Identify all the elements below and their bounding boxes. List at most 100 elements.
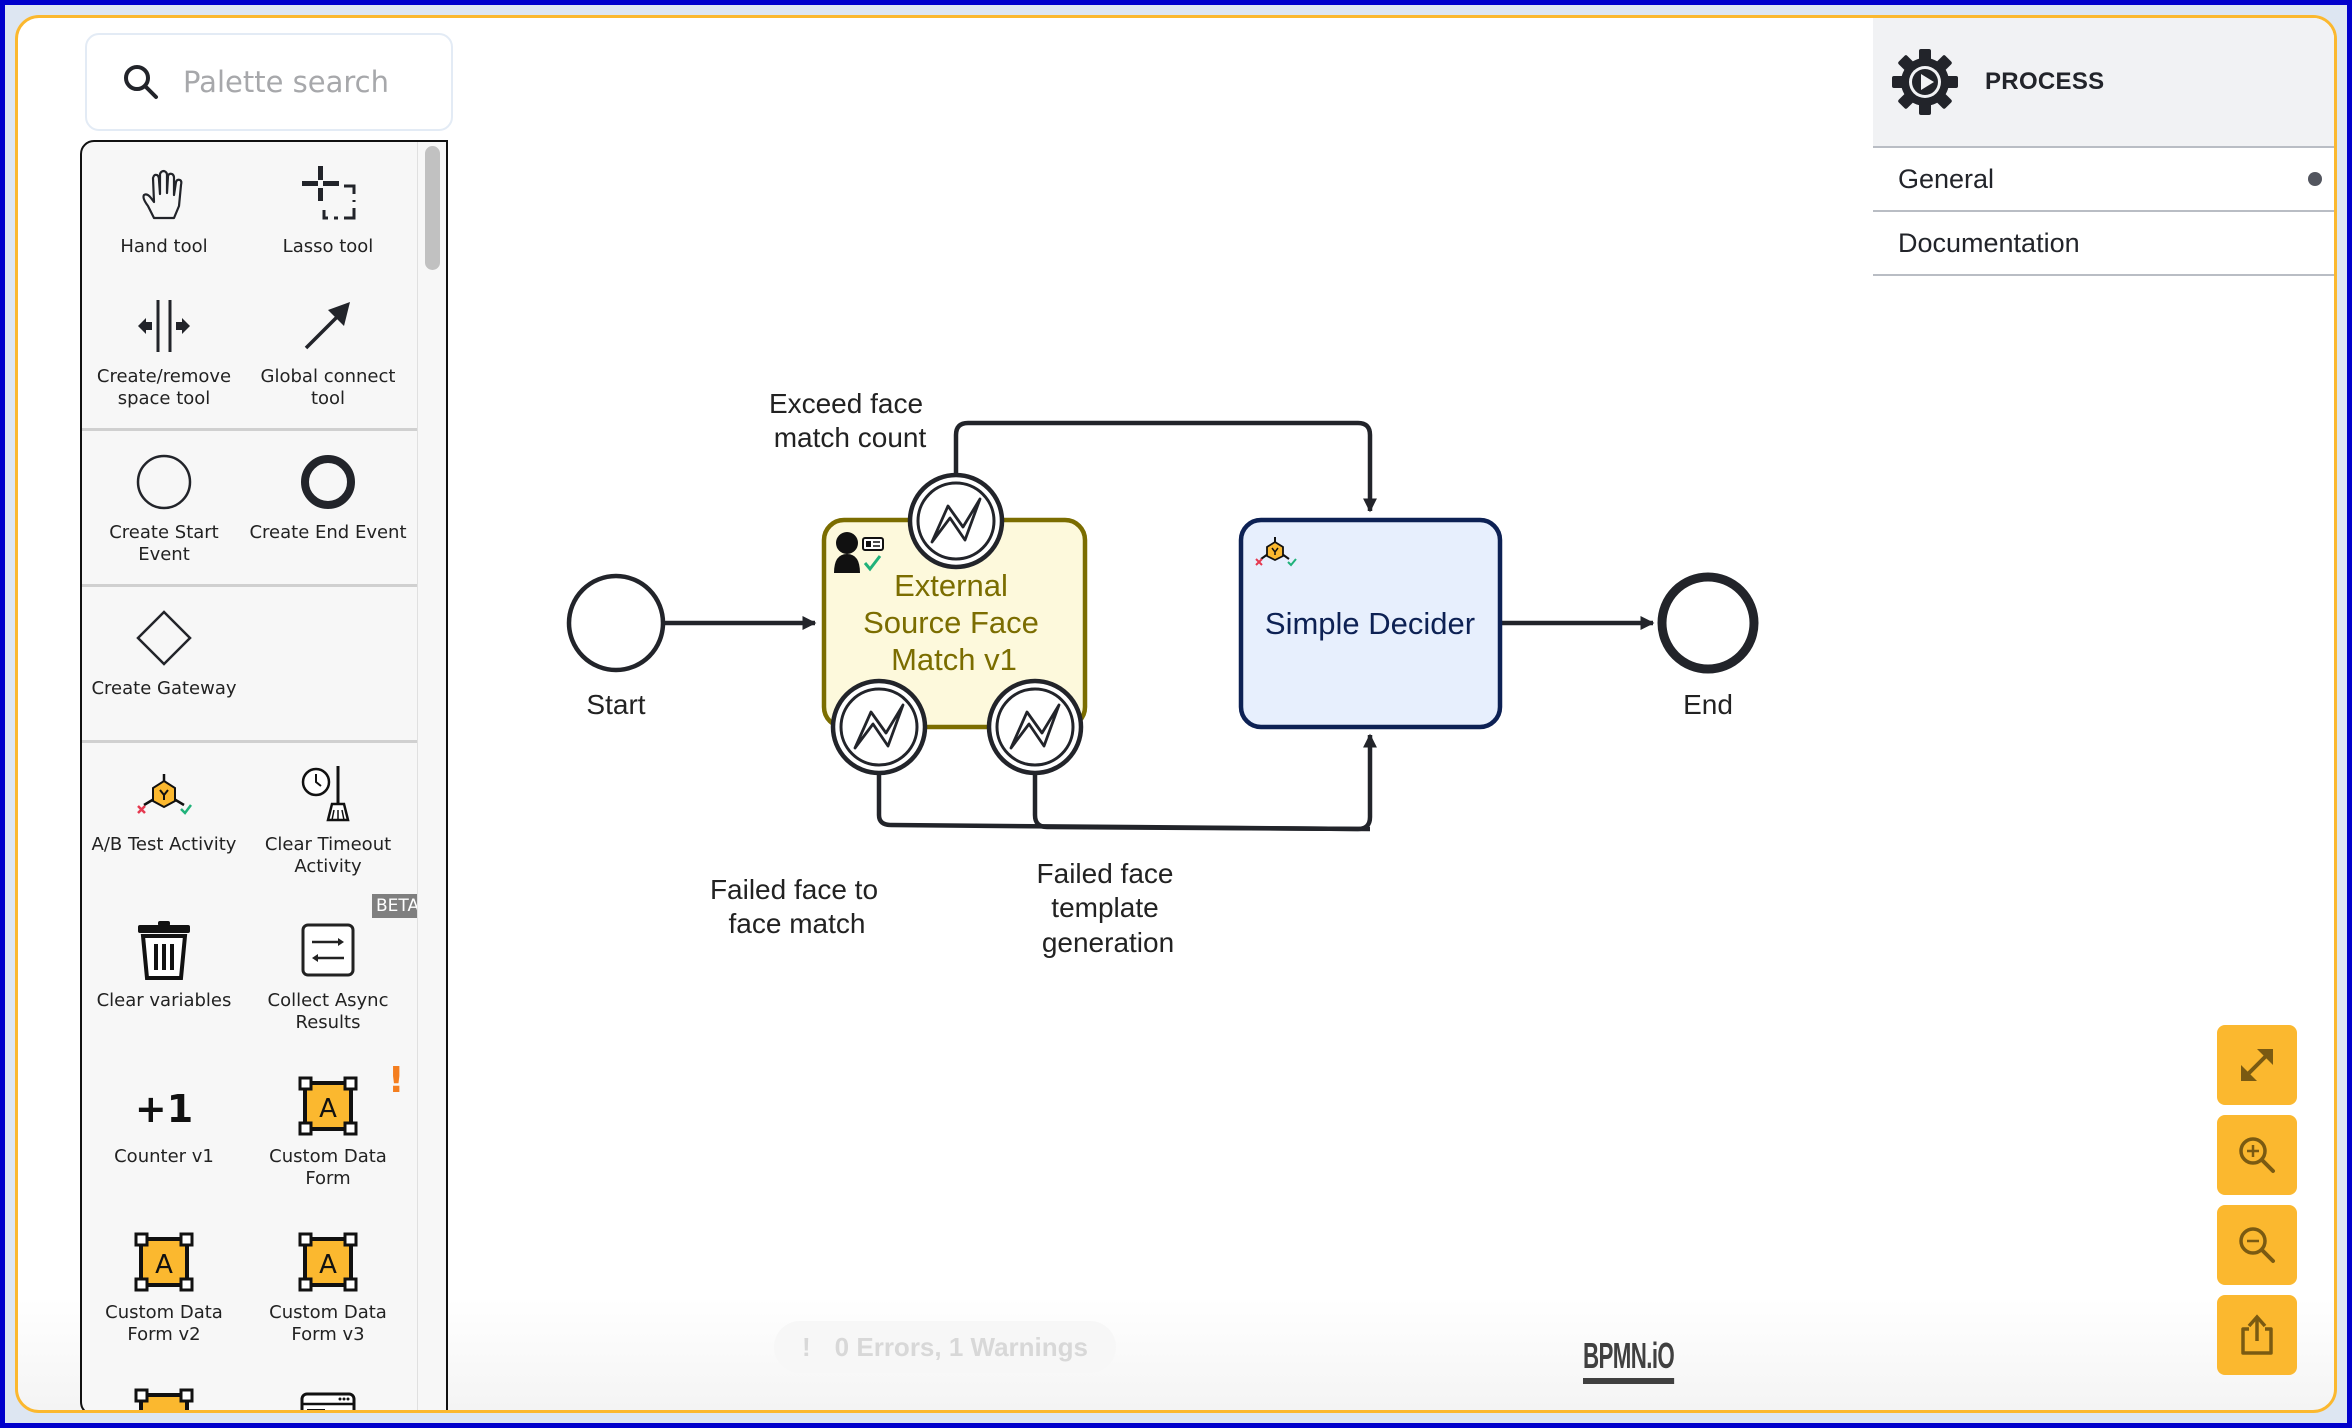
lint-status-button[interactable]: ! 0 Errors, 1 Warnings: [774, 1321, 1116, 1373]
label-failed-template-1: Failed face: [1037, 858, 1174, 889]
palette-search[interactable]: [85, 33, 453, 131]
ab-test-icon: [1255, 537, 1297, 567]
palette-item-label: Clear variables: [96, 990, 232, 1011]
zoom-out-button[interactable]: [2217, 1205, 2297, 1285]
palette-item-label: Counter v1: [114, 1146, 214, 1167]
label-failed-f2f-2: face match: [729, 908, 866, 939]
error-icon: [1009, 703, 1061, 750]
connect-arrow-icon: [304, 302, 350, 350]
browser-window-icon: [300, 1392, 356, 1410]
palette-separator: [82, 740, 418, 743]
palette-item-browser-window-partial[interactable]: [246, 1386, 410, 1410]
label-exceed-1: Exceed face: [769, 388, 923, 419]
task-decider-label: Simple Decider: [1265, 606, 1475, 641]
fit-viewport-button[interactable]: [2217, 1025, 2297, 1105]
label-failed-template-3: generation: [1042, 927, 1174, 958]
svg-text:+1: +1: [135, 1087, 193, 1131]
palette-item-space-tool[interactable]: Create/remove space tool: [82, 294, 246, 410]
palette-item-label: Create Gateway: [91, 678, 237, 699]
palette-scrollbar[interactable]: [417, 142, 446, 1410]
task-face-match-label-1: External: [894, 568, 1008, 603]
palette-item-label: Custom Data Form v2: [105, 1302, 223, 1345]
end-event-label: End: [1683, 689, 1733, 720]
properties-section-documentation[interactable]: Documentation: [1873, 212, 2334, 276]
boundary-error-event-failed-f2f[interactable]: [830, 678, 928, 776]
palette-item-create-gateway[interactable]: Create Gateway: [82, 606, 246, 700]
palette-item-ab-test-activity[interactable]: A/B Test Activity: [82, 762, 246, 856]
palette-item-hand-tool[interactable]: Hand tool: [82, 164, 246, 258]
person-id-check-icon: [834, 532, 884, 573]
section-label: General: [1898, 163, 1995, 194]
section-indicator-dot: [2308, 172, 2322, 186]
palette-item-create-start-event[interactable]: Create Start Event: [82, 450, 246, 566]
export-icon: [2241, 1314, 2273, 1355]
form-a-icon: A: [298, 1232, 358, 1292]
properties-title: PROCESS: [1985, 68, 2105, 95]
beta-badge: BETA: [372, 894, 424, 918]
end-event[interactable]: [1657, 572, 1759, 674]
palette-item-custom-data-form[interactable]: A Custom Data Form: [246, 1074, 410, 1190]
boundary-error-event-exceed[interactable]: [907, 472, 1005, 570]
palette: Hand tool Lasso tool Create/remove space…: [80, 140, 448, 1413]
palette-item-label: Create End Event: [249, 522, 407, 543]
palette-item-label: Global connect tool: [260, 366, 396, 409]
flow-exceed-to-decider[interactable]: [953, 420, 1377, 513]
palette-item-lasso-tool[interactable]: Lasso tool: [246, 164, 410, 258]
export-button[interactable]: [2217, 1295, 2297, 1375]
palette-item-global-connect-tool[interactable]: Global connect tool: [246, 294, 410, 410]
task-face-match-label-3: Match v1: [891, 642, 1017, 677]
task-external-source-face-match[interactable]: External Source Face Match v1: [821, 517, 1088, 730]
boundary-error-event-failed-template[interactable]: [986, 678, 1084, 776]
task-face-match-label-2: Source Face: [863, 605, 1039, 640]
task-simple-decider[interactable]: Simple Decider: [1238, 517, 1503, 730]
palette-item-label: Collect Async Results: [267, 990, 389, 1033]
palette-item-label: Clear Timeout Activity: [264, 834, 392, 877]
palette-separator: [82, 584, 418, 587]
form-a-icon: A: [134, 1388, 194, 1413]
error-icon: [930, 497, 982, 544]
zoom-out-icon: [2239, 1227, 2275, 1263]
error-icon: [853, 703, 905, 750]
flow-failed-template-to-decider[interactable]: [1032, 773, 1371, 832]
palette-separator: [82, 428, 418, 431]
palette-item-collect-async-results[interactable]: Collect Async Results: [246, 918, 410, 1034]
space-tool-icon: [138, 300, 190, 352]
palette-item-label: Custom Data Form v3: [269, 1302, 387, 1345]
hand-icon: [142, 169, 183, 220]
properties-section-general[interactable]: General: [1873, 148, 2334, 212]
label-exceed-2: match count: [774, 422, 927, 453]
zoom-in-button[interactable]: [2217, 1115, 2297, 1195]
svg-text:A: A: [319, 1250, 337, 1280]
palette-item-custom-data-form-v2[interactable]: A Custom Data Form v2: [82, 1230, 246, 1346]
palette-item-label: Custom Data Form: [269, 1146, 387, 1189]
svg-text:A: A: [155, 1406, 173, 1413]
plus-one-icon: +1: [135, 1087, 193, 1131]
label-failed-template-2: template: [1051, 892, 1158, 923]
palette-item-custom-data-form-partial[interactable]: A: [82, 1386, 246, 1413]
bpmn-canvas[interactable]: Start External Source Face Match v1: [18, 18, 2337, 1413]
form-a-icon: A: [134, 1232, 194, 1292]
palette-search-input[interactable]: [181, 64, 435, 100]
palette-item-create-end-event[interactable]: Create End Event: [246, 450, 410, 544]
palette-item-clear-variables[interactable]: Clear variables: [82, 918, 246, 1012]
lint-status-text: 0 Errors, 1 Warnings: [834, 1331, 1089, 1362]
start-event-label: Start: [586, 689, 645, 720]
warning-icon: !: [388, 1060, 405, 1101]
trash-icon: [138, 921, 190, 980]
start-event[interactable]: [566, 573, 666, 673]
palette-item-counter-v1[interactable]: +1 Counter v1: [82, 1074, 246, 1168]
palette-item-custom-data-form-v3[interactable]: A Custom Data Form v3: [246, 1230, 410, 1346]
search-icon: [124, 65, 158, 99]
bpmn-io-logo[interactable]: BPMN.iO: [1583, 1336, 1675, 1384]
palette-item-clear-timeout-activity[interactable]: Clear Timeout Activity: [246, 762, 410, 878]
ab-test-icon: [137, 774, 192, 815]
palette-item-label: Create/remove space tool: [96, 366, 232, 409]
process-gear-icon: [1892, 49, 1958, 115]
svg-text:A: A: [319, 1094, 337, 1124]
swap-arrows-icon: [301, 923, 355, 977]
section-label: Documentation: [1898, 227, 2080, 258]
zoom-in-icon: [2239, 1137, 2275, 1173]
flow-failed-f2f-to-decider[interactable]: [876, 733, 1377, 832]
label-failed-f2f-1: Failed face to: [710, 874, 878, 905]
palette-scrollbar-thumb[interactable]: [425, 146, 440, 270]
